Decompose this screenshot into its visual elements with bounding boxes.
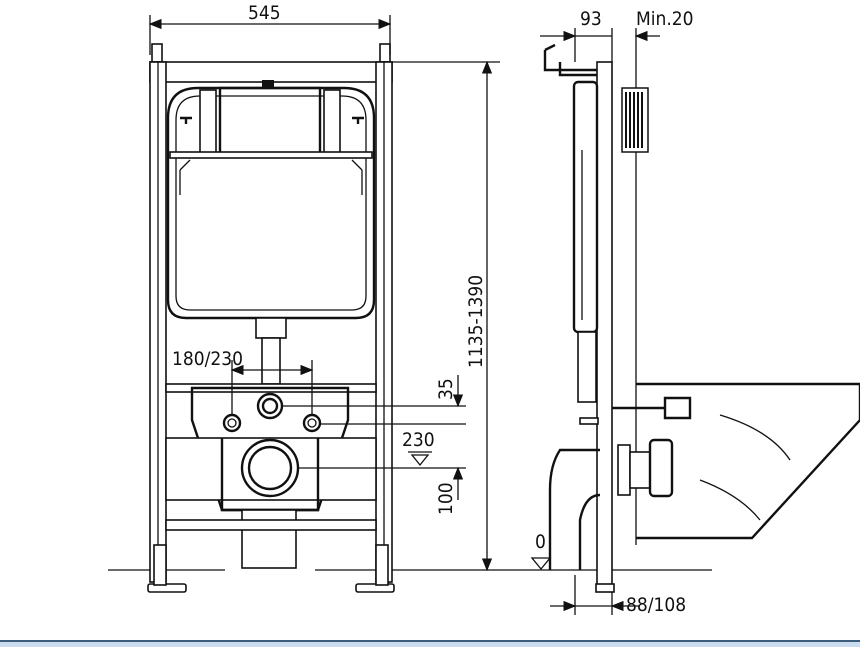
level-marker-icon xyxy=(410,454,430,467)
foot-right xyxy=(355,583,395,593)
inlet-offset-label: 35 xyxy=(435,378,457,400)
wall-gap-label: Min.20 xyxy=(636,8,694,30)
level-marker-icon xyxy=(530,557,552,571)
depth-label: 93 xyxy=(580,8,602,30)
bolt-hole-left xyxy=(222,413,242,433)
foot-left xyxy=(147,583,187,593)
frame-top-bar xyxy=(149,61,393,83)
front-view: 545 1135-1390 180/230 35 230 100 0 xyxy=(108,2,712,593)
cistern xyxy=(166,86,376,320)
water-inlet xyxy=(256,392,284,420)
window-bottom-bar xyxy=(0,640,860,647)
height-label: 1135-1390 xyxy=(465,275,487,368)
outlet-offset-label: 100 xyxy=(435,482,457,515)
actuator-opening xyxy=(218,86,322,158)
inlet-height-label: 230 xyxy=(402,429,435,451)
outlet-connector xyxy=(648,438,674,498)
inlet-connector xyxy=(612,396,692,420)
width-label: 545 xyxy=(248,2,281,24)
cistern-side xyxy=(572,80,599,334)
flush-pipe-side xyxy=(577,331,597,403)
foot-depth-label: 88/108 xyxy=(626,594,686,616)
floor-level-label: 0 xyxy=(535,531,546,553)
top-bracket xyxy=(543,43,600,77)
side-view: 93 Min.20 88/108 xyxy=(540,8,860,616)
actuator-plate-side xyxy=(621,87,649,153)
bolt-spacing-label: 180/230 xyxy=(172,348,243,370)
drain-bend xyxy=(548,448,601,570)
toilet-bowl xyxy=(636,382,860,540)
frame-rail-side xyxy=(596,61,613,591)
bolt-hole-right xyxy=(302,413,322,433)
